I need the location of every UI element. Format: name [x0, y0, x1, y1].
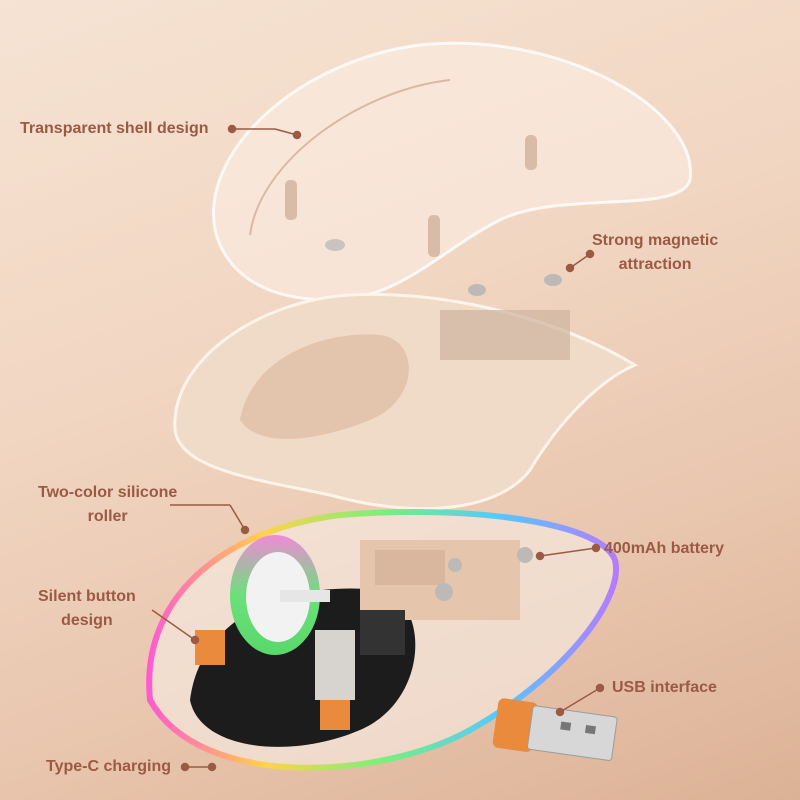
label-line: Two-color silicone [38, 484, 178, 501]
label-usb-interface: USB interface [612, 679, 717, 696]
label-line: attraction [618, 256, 692, 273]
label-silicone-roller: Two-color silicone roller [38, 481, 177, 529]
usb-dongle [492, 698, 618, 761]
label-magnetic-attraction: Strong magnetic attraction [592, 229, 718, 277]
callout-lines [151, 124, 605, 772]
label-battery: 400mAh battery [604, 540, 725, 557]
label-silent-button: Silent button design [38, 585, 136, 633]
label-line: Silent button [38, 588, 136, 605]
magnet [544, 274, 562, 286]
magnet [468, 284, 486, 296]
silicone-roller [230, 535, 330, 655]
middle-frame [173, 292, 639, 511]
label-line: Strong magnetic [592, 232, 719, 249]
label-type-c-charging: Type-C charging [46, 758, 172, 775]
label-line: design [61, 612, 113, 629]
label-line: roller [87, 508, 128, 525]
label-transparent-shell: Transparent shell design [20, 120, 209, 137]
